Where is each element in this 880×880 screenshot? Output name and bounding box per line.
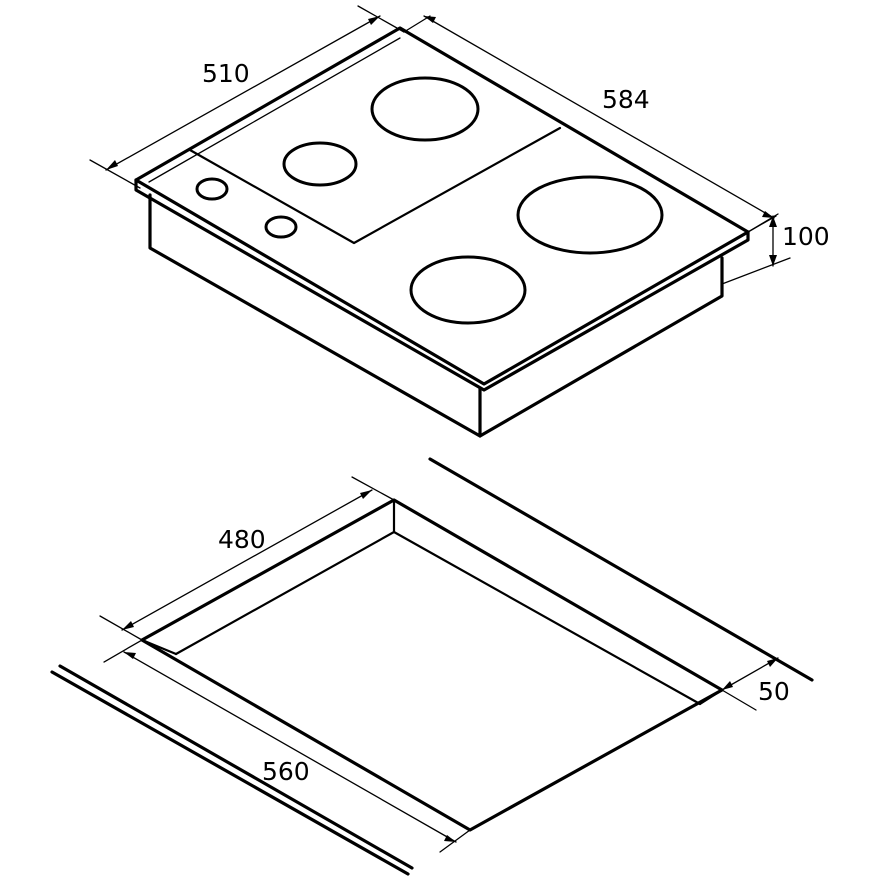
worktop-edge-rear <box>428 457 814 682</box>
dimension-cutout-width <box>99 476 395 641</box>
hob-glass-edge <box>134 178 750 392</box>
cooking-zone-rear-large <box>370 76 480 142</box>
label-cutout-width: 480 <box>218 525 266 554</box>
cutout-drawing: 480 560 50 <box>50 457 814 876</box>
hob-drawing: 510 584 100 <box>89 5 830 438</box>
dimension-cutout-depth <box>103 639 471 853</box>
control-knob-1 <box>195 177 229 201</box>
worktop-edge-front-1 <box>50 670 410 876</box>
label-cutout-clearance: 50 <box>758 677 790 706</box>
worktop-edge-front-2 <box>58 664 414 870</box>
cutout-corner-right <box>698 688 724 706</box>
label-hob-height: 100 <box>782 222 830 251</box>
label-hob-depth: 584 <box>602 85 650 114</box>
label-cutout-depth: 560 <box>262 757 310 786</box>
control-knob-2 <box>264 215 298 239</box>
hob-body-left-side <box>148 193 482 438</box>
cutout-opening-inner <box>174 530 702 706</box>
cooking-zone-rear-small <box>282 141 358 187</box>
hob-control-panel <box>188 126 562 245</box>
cooking-zone-front-medium <box>409 255 527 325</box>
cutout-corner-left <box>140 638 178 656</box>
dimension-cutout-clearance <box>721 657 779 711</box>
label-hob-width: 510 <box>202 59 250 88</box>
dimension-hob-height <box>721 215 791 285</box>
dimension-hob-width <box>89 5 405 189</box>
hob-glass-bevel <box>148 37 401 183</box>
cooking-zone-front-large <box>516 175 664 255</box>
hob-body-right-side <box>478 256 724 438</box>
